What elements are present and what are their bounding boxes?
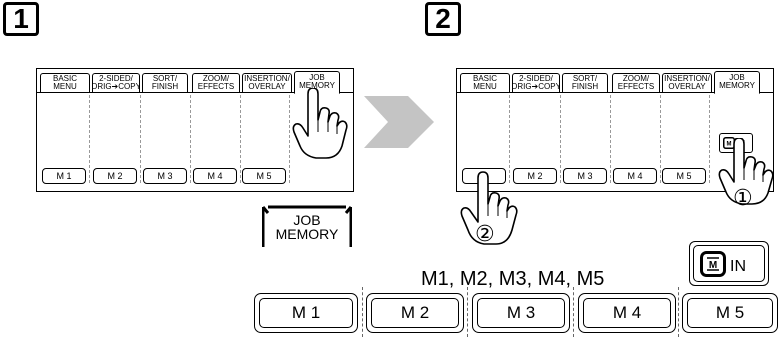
in-key-face: M IN [693,245,765,282]
memory-button-m3[interactable]: M 3 [143,168,187,184]
memory-button-m2[interactable]: M 2 [513,168,557,184]
column-divider [660,95,661,183]
tab-2-sided[interactable]: 2-SIDED/ ORIG➔COPY [92,73,140,92]
tab-bar: BASIC MENU 2-SIDED/ ORIG➔COPY SORT/ FINI… [37,69,353,94]
column-divider [509,95,510,183]
in-key[interactable]: M IN [689,241,769,286]
callout-1-label: ① [733,186,753,211]
column-divider [610,95,611,183]
job-memory-key-line1: JOB [293,212,321,228]
job-memory-key-line2: MEMORY [275,226,339,242]
column-divider [190,95,191,183]
pointing-hand-icon [718,138,774,205]
big-memory-label: M 4 [583,298,671,328]
column-divider [240,95,241,183]
big-memory-button-m1[interactable]: M 1 [254,293,358,333]
job-memory-key[interactable]: JOB MEMORY [262,205,352,249]
tab-zoom-effects[interactable]: ZOOM/ EFFECTS [612,73,660,92]
tab-job-memory[interactable]: JOB MEMORY [714,70,760,94]
column-divider [289,95,290,183]
tab-zoom-effects[interactable]: ZOOM/ EFFECTS [192,73,240,92]
tab-insertion-overlay[interactable]: INSERTION/ OVERLAY [242,73,292,92]
column-divider [709,95,710,183]
memory-keys-caption: M1, M2, M3, M4, M5 [421,268,605,290]
big-memory-button-m3[interactable]: M 3 [472,293,570,333]
column-divider [560,95,561,183]
step-2-badge: 2 [425,2,461,36]
column-divider [140,95,141,183]
button-separator [573,287,574,337]
pointing-hand-icon [460,171,518,245]
tab-sort-finish[interactable]: SORT/ FINISH [562,73,608,92]
svg-text:M: M [727,142,732,148]
memory-chip-icon: M [723,137,735,149]
memory-button-m3[interactable]: M 3 [563,168,607,184]
big-memory-button-m5[interactable]: M 5 [682,293,778,333]
callout-2-label: ② [475,222,495,247]
in-key-label: IN [730,257,746,275]
button-separator [362,287,363,337]
memory-button-m4[interactable]: M 4 [613,168,657,184]
big-memory-label: M 5 [687,298,773,328]
tab-basic-menu[interactable]: BASIC MENU [40,73,90,92]
step-1-badge: 1 [3,2,39,36]
memory-chip-icon: M [700,250,726,277]
memory-button-m2[interactable]: M 2 [93,168,137,184]
big-memory-label: M 1 [259,298,353,328]
memory-button-m4[interactable]: M 4 [193,168,237,184]
key-frame-icon [262,205,352,247]
tab-bar: BASIC MENU 2-SIDED/ ORIG➔COPY SORT/ FINI… [457,69,773,94]
pointing-hand-icon [292,88,348,159]
tab-basic-menu[interactable]: BASIC MENU [460,73,510,92]
tab-2-sided[interactable]: 2-SIDED/ ORIG➔COPY [512,73,560,92]
big-memory-label: M 2 [371,298,459,328]
column-divider [89,95,90,183]
tab-insertion-overlay[interactable]: INSERTION/ OVERLAY [662,73,712,92]
big-memory-label: M 3 [477,298,565,328]
button-separator [678,287,679,337]
memory-button-m1[interactable]: M 1 [42,168,86,184]
memory-button-m5[interactable]: M 5 [242,168,286,184]
svg-text:M: M [709,260,717,271]
next-step-arrow-icon [364,96,434,148]
memory-button-m5[interactable]: M 5 [662,168,706,184]
big-memory-button-m4[interactable]: M 4 [578,293,676,333]
tab-sort-finish[interactable]: SORT/ FINISH [142,73,188,92]
button-separator [467,287,468,337]
big-memory-button-m2[interactable]: M 2 [366,293,464,333]
